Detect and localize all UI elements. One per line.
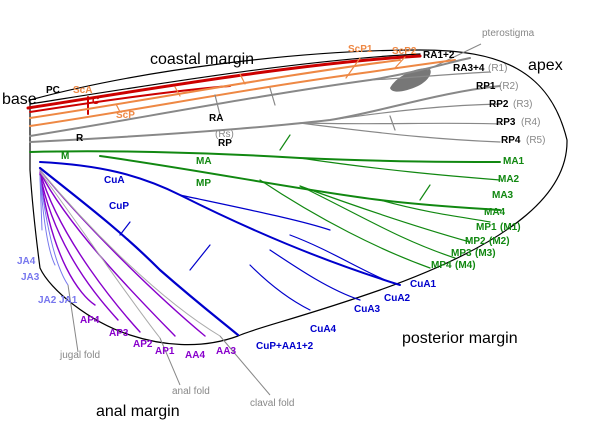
costal-veins (26, 53, 456, 127)
radial-veins (29, 57, 501, 143)
apex-label: apex (528, 57, 563, 74)
m2-label: (M2) (489, 236, 510, 247)
ra3-4-label: RA3+4 (453, 63, 485, 74)
cua-label: CuA (104, 175, 125, 186)
mp-label: MP (196, 178, 211, 189)
r-label: R (76, 133, 84, 144)
scp-label: ScP (116, 110, 135, 121)
mp2-label: MP2 (465, 236, 486, 247)
aa4-label: AA4 (185, 350, 205, 361)
rp1-label: RP1 (476, 81, 496, 92)
rp3-label: RP3 (496, 117, 516, 128)
ap1-label: AP1 (155, 346, 175, 357)
cua4-label: CuA4 (310, 324, 337, 335)
cua1-label: CuA1 (410, 279, 437, 290)
pterostigma-label: pterostigma (482, 28, 535, 39)
fold-leaders (67, 284, 271, 396)
anal-fold-label: anal fold (172, 386, 210, 397)
ma-label: MA (196, 156, 212, 167)
ja1-label: JA1 (59, 295, 78, 306)
m4-label: (M4) (455, 260, 476, 271)
base-label: base (2, 91, 37, 108)
anal-margin-label: anal margin (96, 403, 180, 420)
r2-label: (R2) (499, 81, 518, 92)
ma2-label: MA2 (498, 174, 520, 185)
mp4-label: MP4 (431, 260, 452, 271)
cup-label: CuP (109, 201, 129, 212)
ma1-label: MA1 (503, 156, 525, 167)
ja4-label: JA4 (17, 256, 36, 267)
aa3-label: AA3 (216, 346, 236, 357)
jugal-fold-label: jugal fold (59, 350, 100, 361)
mp1-label: MP1 (476, 222, 497, 233)
ma4-label: MA4 (484, 207, 506, 218)
cup-aa1-2-label: CuP+AA1+2 (256, 341, 314, 352)
coastal-margin-label: coastal margin (150, 51, 254, 68)
ja3-label: JA3 (21, 272, 40, 283)
pterostigma-shape (390, 68, 431, 92)
anal-veins (39, 169, 221, 339)
ra1-2-label: RA1+2 (423, 50, 455, 61)
mp3-label: MP3 (451, 248, 472, 259)
claval-fold-label: claval fold (250, 398, 294, 409)
m1-label: (M1) (500, 222, 521, 233)
scp2-label: ScP2 (392, 46, 417, 57)
ma3-label: MA3 (492, 190, 514, 201)
rs-label: (Rs) (215, 129, 234, 140)
m-label: M (61, 151, 69, 162)
medial-veins (29, 134, 501, 269)
posterior-margin-label: posterior margin (402, 330, 518, 347)
pc-label: PC (46, 85, 60, 96)
r5-label: (R5) (526, 135, 545, 146)
m3-label: (M3) (475, 248, 496, 259)
rp2-label: RP2 (489, 99, 509, 110)
r4-label: (R4) (521, 117, 540, 128)
ja2-label: JA2 (38, 295, 57, 306)
cubital-veins (38, 161, 401, 337)
wing-outline (29, 49, 568, 346)
cua2-label: CuA2 (384, 293, 411, 304)
sca-label: ScA (73, 85, 92, 96)
scp1-label: ScP1 (348, 44, 373, 55)
cua3-label: CuA3 (354, 304, 381, 315)
ra-label: RA (209, 113, 223, 124)
ap3-label: AP3 (109, 328, 129, 339)
r1-label: (R1) (488, 63, 507, 74)
rp4-label: RP4 (501, 135, 521, 146)
ap4-label: AP4 (80, 315, 100, 326)
r3-label: (R3) (513, 99, 532, 110)
ap2-label: AP2 (133, 339, 153, 350)
rp-label: RP (218, 138, 232, 149)
c-label: C (92, 96, 99, 107)
